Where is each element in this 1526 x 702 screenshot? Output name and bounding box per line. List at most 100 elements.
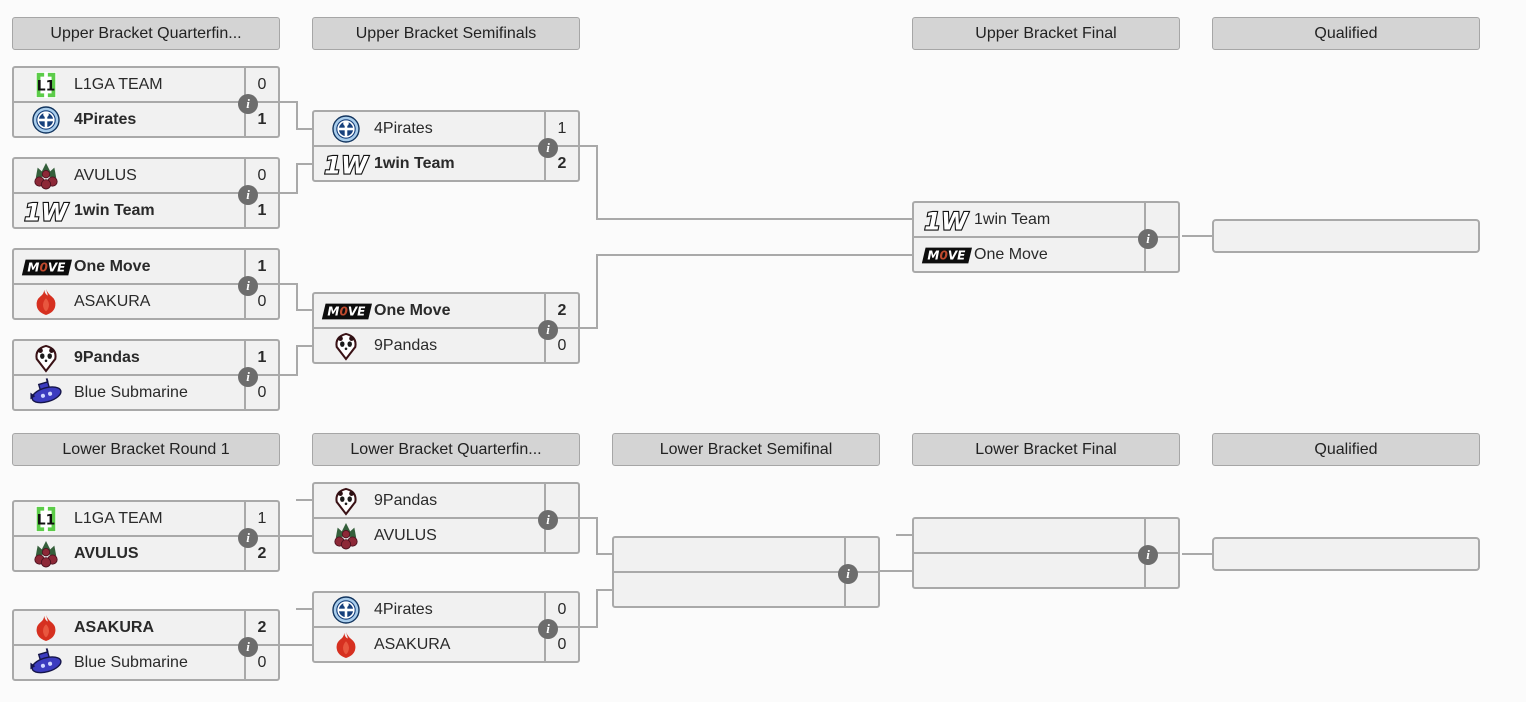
bracket-connector [280,283,298,285]
team-name[interactable]: ASAKURA [74,618,154,636]
asakura-logo-icon [320,630,372,660]
header-lower-bracket-round1: Lower Bracket Round 1 [12,433,280,466]
match-info-icon[interactable]: i [238,367,258,387]
team-row: ASAKURA 2 [14,611,278,646]
team-name[interactable]: L1GA TEAM [74,509,163,527]
team-score: 1 [244,250,278,283]
team-row: 9Pandas 1 [14,341,278,376]
bracket-connector [296,309,312,311]
4pirates-logo-icon [320,114,372,144]
team-name[interactable]: 1win Team [974,210,1051,228]
team-score: 1 [244,103,278,136]
team-row [614,538,878,573]
team-name[interactable]: 1win Team [374,154,455,172]
team-row: 4Pirates 1 [314,112,578,147]
match-info-icon[interactable]: i [1138,229,1158,249]
team-score: 0 [544,628,578,661]
empty-logo-slot [620,540,672,570]
match-info-icon[interactable]: i [538,138,558,158]
match-info-icon[interactable]: i [238,94,258,114]
bracket-connector [296,345,298,376]
bracket-connector [296,101,298,130]
team-name[interactable]: Blue Submarine [74,383,188,401]
header-upper-bracket-final: Upper Bracket Final [912,17,1180,50]
team-name[interactable]: 4Pirates [374,119,433,137]
team-score [844,538,878,571]
team-name[interactable]: One Move [74,257,151,275]
bracket-connector [596,254,912,256]
team-score: 0 [544,593,578,626]
team-name[interactable]: L1GA TEAM [74,75,163,93]
team-row: One Move 2 [314,294,578,329]
team-score [544,484,578,517]
team-score [544,519,578,552]
header-lower-bracket-semifinal: Lower Bracket Semifinal [612,433,880,466]
match-ub-qf4: 9Pandas 1 Blue Submarine 0 i [12,339,280,411]
team-name[interactable]: 4Pirates [74,110,137,128]
match-info-icon[interactable]: i [238,185,258,205]
team-score: 2 [544,294,578,327]
bracket-connector [280,535,312,537]
team-row [914,519,1178,554]
team-score: 0 [244,68,278,101]
team-score: 1 [244,502,278,535]
9pandas-logo-icon [320,331,372,361]
bracket-connector [296,608,312,610]
header-upper-bracket-semifinals: Upper Bracket Semifinals [312,17,580,50]
match-ub-final: 1win Team One Move i [912,201,1180,273]
team-row: ASAKURA 0 [14,285,278,318]
team-row: L1GA TEAM 1 [14,502,278,537]
match-info-icon[interactable]: i [538,619,558,639]
avulus-logo-icon [320,521,372,551]
bracket-connector [596,589,598,628]
team-name[interactable]: Blue Submarine [74,653,188,671]
4pirates-logo-icon [320,595,372,625]
match-info-icon[interactable]: i [538,320,558,340]
team-row: One Move 1 [14,250,278,285]
header-qualified-upper: Qualified [1212,17,1480,50]
bracket-connector [880,570,912,572]
match-info-icon[interactable]: i [538,510,558,530]
team-name[interactable]: 1win Team [74,201,155,219]
team-name[interactable]: AVULUS [74,544,139,562]
team-row: One Move [914,238,1178,271]
match-info-icon[interactable]: i [238,528,258,548]
team-row: AVULUS 2 [14,537,278,570]
header-lower-bracket-quarterfinals: Lower Bracket Quarterfin... [312,433,580,466]
bracket-connector [296,283,298,311]
match-info-icon[interactable]: i [838,564,858,584]
team-name[interactable]: ASAKURA [374,635,451,653]
header-upper-bracket-quarterfinals: Upper Bracket Quarterfin... [12,17,280,50]
match-lb-final: i [912,517,1180,589]
empty-logo-slot [920,521,972,551]
team-score [1144,238,1178,271]
team-name[interactable]: AVULUS [374,526,437,544]
team-score: 2 [244,611,278,644]
team-name[interactable]: 9Pandas [374,336,438,354]
team-name[interactable]: 9Pandas [374,491,438,509]
9pandas-logo-icon [20,343,72,373]
bracket-connector [280,644,312,646]
team-name[interactable]: 4Pirates [374,600,433,618]
team-name[interactable]: One Move [974,245,1048,263]
match-info-icon[interactable]: i [238,637,258,657]
match-ub-qf2: AVULUS 0 1win Team 1 i [12,157,280,229]
bracket-connector [596,553,612,555]
l1ga-team-logo-icon [20,70,72,100]
team-row: L1GA TEAM 0 [14,68,278,103]
bracket-connector [296,499,312,501]
team-row: 1win Team 2 [314,147,578,180]
empty-logo-slot [620,575,672,605]
match-info-icon[interactable]: i [238,276,258,296]
team-name[interactable]: ASAKURA [74,292,151,310]
bracket-connector [596,517,598,555]
team-name[interactable]: AVULUS [74,166,137,184]
bracket-connector [1182,235,1212,237]
match-info-icon[interactable]: i [1138,545,1158,565]
team-row: 1win Team [914,203,1178,238]
team-name[interactable]: One Move [374,301,451,319]
team-row: AVULUS [314,519,578,552]
team-score: 0 [244,646,278,679]
team-name[interactable]: 9Pandas [74,348,140,366]
avulus-logo-icon [20,161,72,191]
